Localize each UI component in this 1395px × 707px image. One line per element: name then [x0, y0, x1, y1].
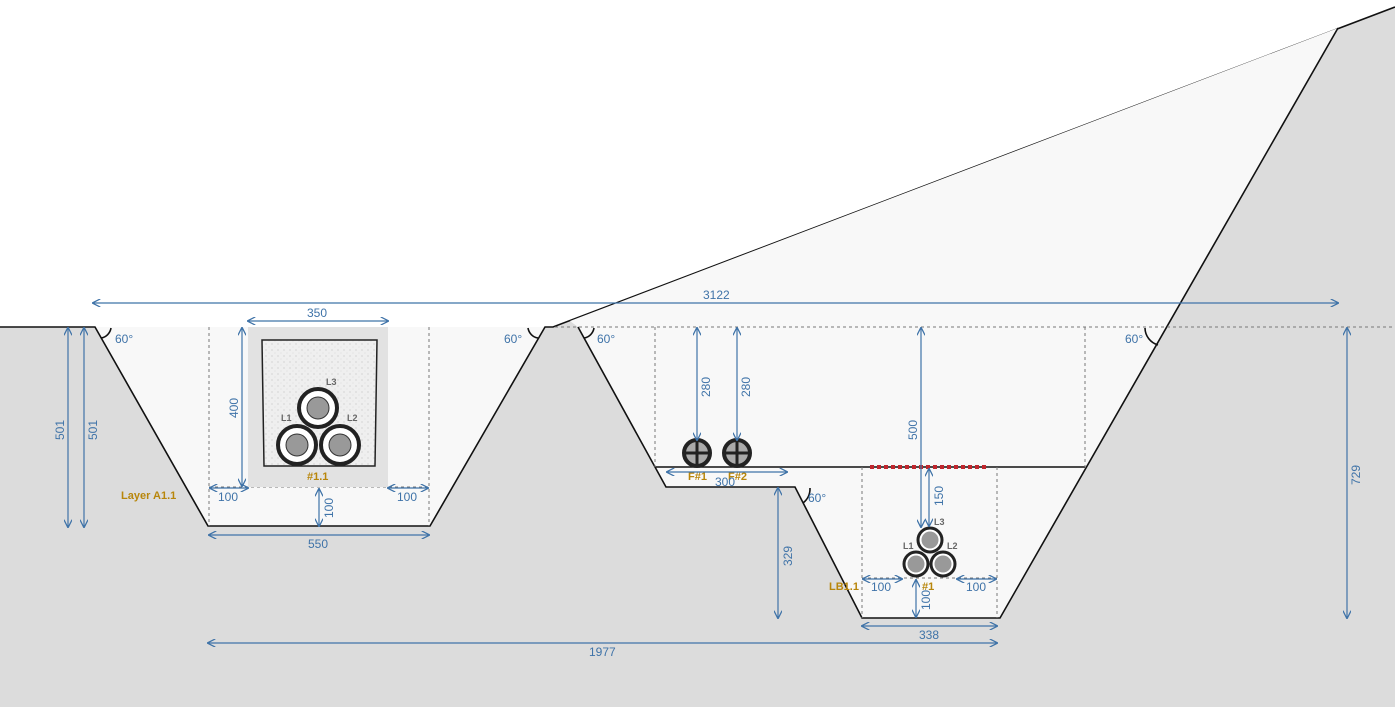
- dim-overall-bottom: 1977: [589, 645, 616, 659]
- dim-fiber-depth: 280: [699, 377, 713, 397]
- cable-l2-right: [929, 550, 957, 578]
- angle-label: 60°: [504, 332, 522, 346]
- angle-label: 60°: [597, 332, 615, 346]
- layer-label: LB1.1: [829, 581, 859, 593]
- phase-label: L3: [326, 377, 337, 387]
- dim-left-margin: 100: [871, 580, 891, 594]
- cable-l2-left: [319, 424, 361, 466]
- fiber-duct-1: [682, 438, 712, 468]
- fiber-duct-2: [722, 438, 752, 468]
- dim-right-margin: 100: [966, 580, 986, 594]
- cable-group-label: #1.1: [307, 471, 328, 483]
- fiber-label: F#1: [688, 471, 707, 483]
- dim-left-depth: 501: [53, 420, 67, 440]
- angle-label: 60°: [115, 332, 133, 346]
- dim-bottom-width: 338: [919, 628, 939, 642]
- phase-label: L2: [347, 413, 358, 423]
- cable-l1-left: [276, 424, 318, 466]
- cable-l3-right: [916, 526, 944, 554]
- dim-cover: 150: [932, 486, 946, 506]
- cable-l1-right: [902, 550, 930, 578]
- dim-left-margin: 100: [218, 490, 238, 504]
- dim-total-depth: 729: [1349, 465, 1363, 485]
- dim-bottom-width: 550: [308, 537, 328, 551]
- angle-label: 60°: [1125, 332, 1143, 346]
- phase-label: L1: [903, 541, 914, 551]
- dim-bottom-cover: 100: [322, 498, 336, 518]
- dim-left-depth: 501: [86, 420, 100, 440]
- phase-label: L2: [947, 541, 958, 551]
- cable-group-label: #1: [922, 581, 934, 593]
- phase-label: L3: [934, 517, 945, 527]
- layer-label: Layer A1.1: [121, 490, 176, 502]
- dim-right-margin: 100: [397, 490, 417, 504]
- dim-right-depth: 500: [906, 420, 920, 440]
- angle-label: 60°: [808, 491, 826, 505]
- dim-step-height: 329: [781, 546, 795, 566]
- dim-total-width: 3122: [703, 288, 730, 302]
- dim-protection-height: 400: [227, 398, 241, 418]
- cable-l3-left: [297, 387, 339, 429]
- phase-label: L1: [281, 413, 292, 423]
- dim-bottom-cover: 100: [919, 590, 933, 610]
- dim-fiber-depth: 280: [739, 377, 753, 397]
- dim-step-width: 300: [715, 475, 735, 489]
- dim-protection-width: 350: [307, 306, 327, 320]
